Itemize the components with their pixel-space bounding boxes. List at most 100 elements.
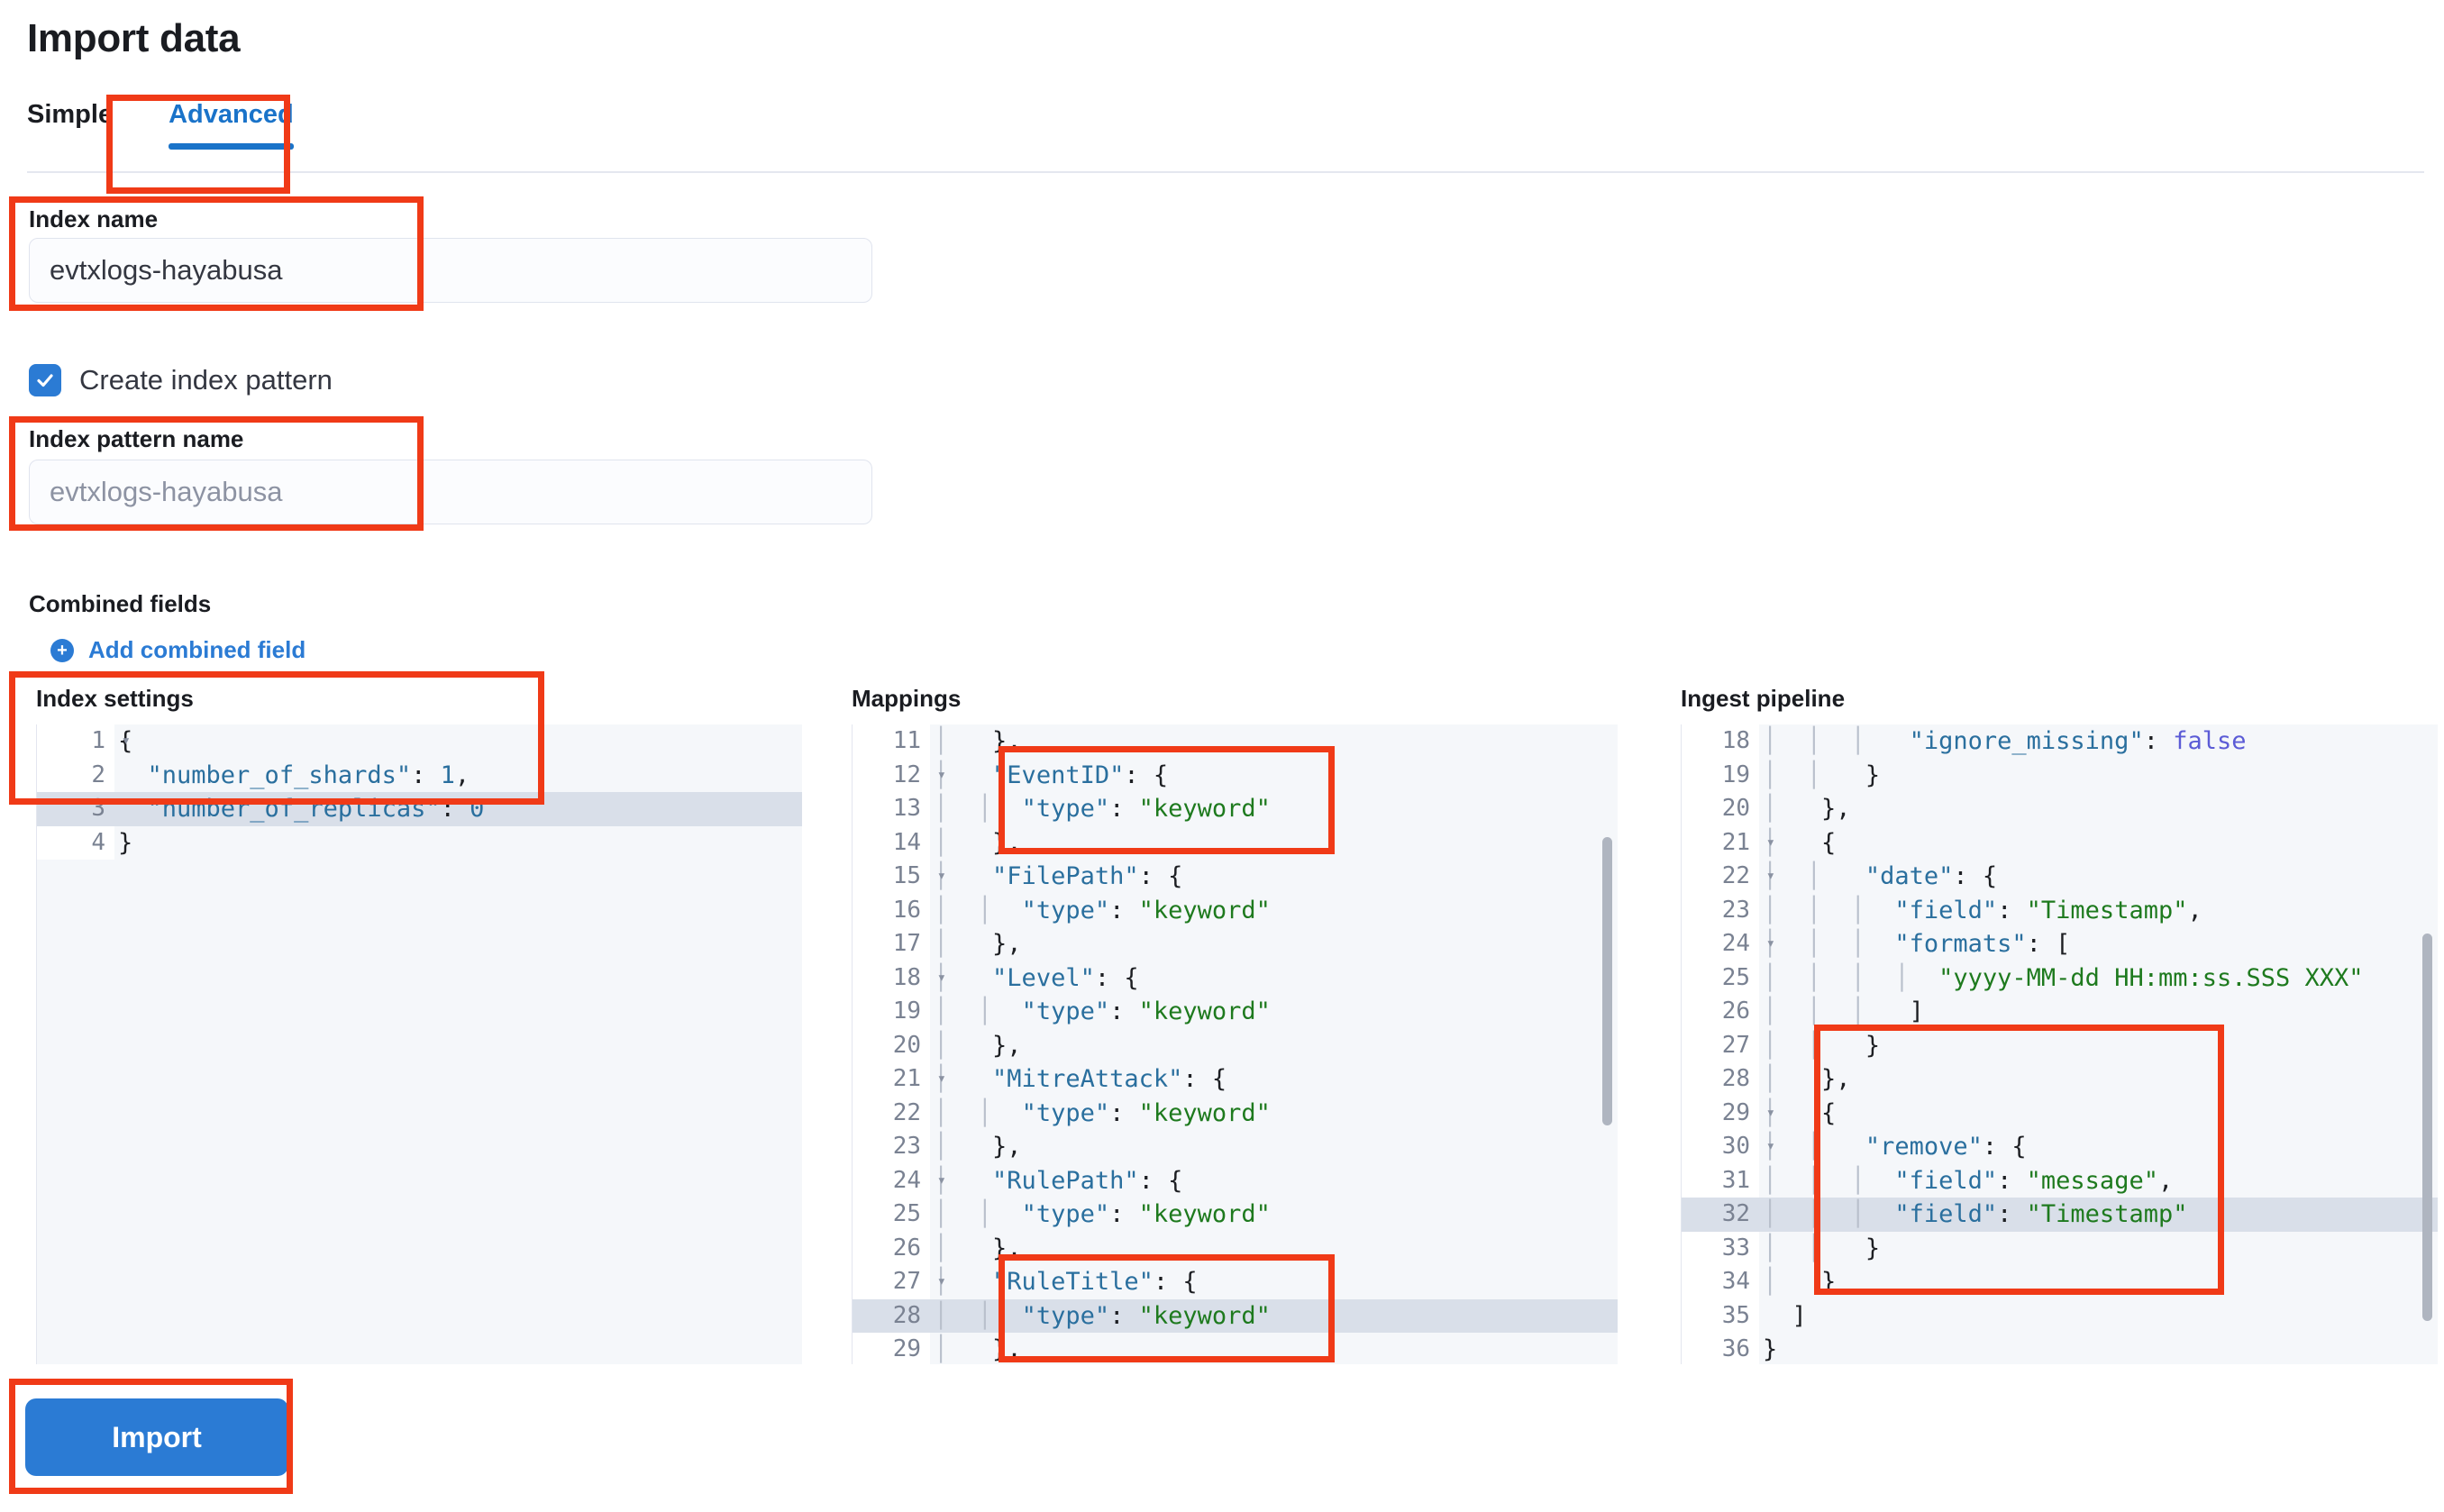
fold-arrow-icon[interactable]: ▾ [936,867,946,885]
line-number: 30▾ [1682,1130,1775,1164]
code-line[interactable]: 4} [37,825,802,860]
line-number: 3 [37,792,114,826]
fold-arrow-icon[interactable]: ▾ [1765,1103,1775,1122]
ingest-pipeline-scrollbar[interactable] [2422,934,2432,1321]
line-number: 33 [1682,1231,1759,1265]
code-line[interactable]: 25│ │ "type": "keyword" [853,1198,1618,1232]
line-number: 19 [853,995,930,1029]
fold-arrow-icon[interactable]: ▾ [936,1170,946,1189]
code-text: │ } [1763,1268,1837,1296]
mappings-editor[interactable]: 11│ },12▾│ "EventID": {13│ │ "type": "ke… [852,724,1618,1364]
code-line[interactable]: 2 "number_of_shards": 1, [37,758,802,792]
code-line[interactable]: 29│ }, [853,1333,1618,1364]
code-line[interactable]: 20│ }, [1682,792,2438,826]
code-line[interactable]: 1▾{ [37,724,802,759]
code-text: "number_of_shards": 1, [147,761,470,789]
mappings-panel: Mappings 11│ },12▾│ "EventID": {13│ │ "t… [852,685,1618,1364]
code-line[interactable]: 22│ │ "type": "keyword" [853,1096,1618,1130]
code-line[interactable]: 18▾│ "Level": { [853,961,1618,995]
index-settings-editor[interactable]: 1▾{2 "number_of_shards": 1,3 "number_of_… [36,724,802,1364]
code-line[interactable]: 36} [1682,1333,2438,1364]
code-line[interactable]: 13│ │ "type": "keyword" [853,792,1618,826]
fold-arrow-icon[interactable]: ▾ [1765,1137,1775,1155]
line-number: 17 [853,927,930,961]
code-line[interactable]: 3 "number_of_replicas": 0 [37,792,802,826]
code-text: │ │ │ "field": "Timestamp" [1763,1200,2188,1228]
code-line[interactable]: 24▾│ │ │ "formats": [ [1682,927,2438,961]
fold-arrow-icon[interactable]: ▾ [936,968,946,987]
code-text: │ │ "type": "keyword" [934,896,1271,925]
index-name-input[interactable]: evtxlogs-hayabusa [29,238,872,303]
code-text: } [118,828,133,857]
code-line[interactable]: 26│ │ │ ] [1682,995,2438,1029]
code-line[interactable]: 26│ }, [853,1231,1618,1265]
line-number: 29▾ [1682,1096,1775,1130]
add-combined-field-link[interactable]: + Add combined field [50,636,306,664]
index-settings-panel: Index settings 1▾{2 "number_of_shards": … [36,685,802,1364]
code-line[interactable]: 21▾│ { [1682,825,2438,860]
code-line[interactable]: 14│ }, [853,825,1618,860]
index-settings-title: Index settings [36,685,194,712]
code-line[interactable]: 33│ │ } [1682,1231,2438,1265]
plus-circle-icon: + [50,638,74,662]
fold-arrow-icon[interactable]: ▾ [1765,867,1775,885]
code-line[interactable]: 35 ] [1682,1298,2438,1333]
code-text: │ │ "type": "keyword" [934,1301,1271,1330]
line-number: 21▾ [1682,825,1775,860]
line-number: 15▾ [853,860,946,894]
line-number: 23 [1682,893,1759,927]
code-line[interactable]: 18│ │ │ "ignore_missing": false [1682,724,2438,759]
code-line[interactable]: 28│ │ "type": "keyword" [853,1298,1618,1333]
fold-arrow-icon[interactable]: ▾ [936,1070,946,1088]
import-button[interactable]: Import [25,1398,288,1476]
code-line[interactable]: 23│ }, [853,1130,1618,1164]
fold-arrow-icon[interactable]: ▾ [1765,833,1775,852]
code-text: │ "FilePath": { [934,862,1183,890]
fold-arrow-icon[interactable]: ▾ [936,765,946,784]
code-line[interactable]: 27│ │ } [1682,1028,2438,1062]
tab-simple[interactable]: Simple [27,100,114,129]
mappings-scrollbar[interactable] [1602,837,1612,1125]
code-line[interactable]: 16│ │ "type": "keyword" [853,893,1618,927]
line-number: 20 [1682,792,1759,826]
code-line[interactable]: 21▾│ "MitreAttack": { [853,1062,1618,1097]
code-text: "number_of_replicas": 0 [147,795,485,823]
code-text: │ "MitreAttack": { [934,1065,1227,1093]
index-pattern-name-input[interactable]: evtxlogs-hayabusa [29,460,872,524]
fold-arrow-icon[interactable]: ▾ [936,1272,946,1290]
check-icon[interactable] [29,364,61,396]
code-line[interactable]: 20│ }, [853,1028,1618,1062]
code-line[interactable]: 31│ │ │ "field": "message", [1682,1163,2438,1198]
code-text: │ "Level": { [934,963,1139,992]
fold-arrow-icon[interactable]: ▾ [121,732,131,750]
line-number: 28 [853,1298,930,1333]
code-line[interactable]: 12▾│ "EventID": { [853,758,1618,792]
code-line[interactable]: 19│ │ "type": "keyword" [853,995,1618,1029]
code-line[interactable]: 28│ }, [1682,1062,2438,1097]
line-number: 18 [1682,724,1759,759]
code-text: │ }, [934,727,1022,755]
code-line[interactable]: 27▾│ "RuleTitle": { [853,1265,1618,1299]
code-line[interactable]: 11│ }, [853,724,1618,759]
code-line[interactable]: 34│ } [1682,1265,2438,1299]
code-line[interactable]: 19│ │ } [1682,758,2438,792]
code-line[interactable]: 24▾│ "RulePath": { [853,1163,1618,1198]
tab-advanced[interactable]: Advanced [136,95,326,150]
fold-arrow-icon[interactable]: ▾ [1765,934,1775,952]
code-line[interactable]: 29▾│ { [1682,1096,2438,1130]
code-line[interactable]: 25│ │ │ │ "yyyy-MM-dd HH:mm:ss.SSS XXX" [1682,961,2438,995]
code-text: │ "RulePath": { [934,1166,1183,1195]
create-index-pattern-row[interactable]: Create index pattern [29,364,333,396]
code-line[interactable]: 23│ │ │ "field": "Timestamp", [1682,893,2438,927]
code-text: │ "RuleTitle": { [934,1268,1198,1296]
line-number: 34 [1682,1265,1759,1299]
code-text: │ │ │ ] [1763,997,1924,1025]
code-line[interactable]: 32│ │ │ "field": "Timestamp" [1682,1198,2438,1232]
code-line[interactable]: 22▾│ │ "date": { [1682,860,2438,894]
code-line[interactable]: 30▾│ │ "remove": { [1682,1130,2438,1164]
code-line[interactable]: 17│ }, [853,927,1618,961]
line-number: 25 [1682,961,1759,995]
code-line[interactable]: 15▾│ "FilePath": { [853,860,1618,894]
line-number: 12▾ [853,758,946,792]
